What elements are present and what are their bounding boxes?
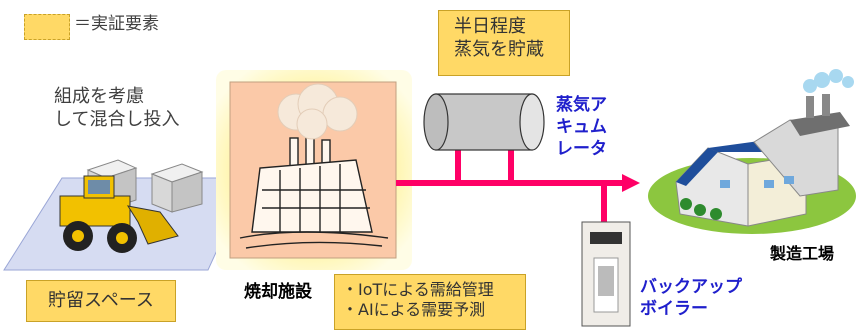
factory-icon (648, 69, 856, 234)
incinerator-plant-icon (239, 131, 389, 249)
steam-accumulator-tank (423, 93, 545, 151)
incineration-facility-label: 焼却施設 (244, 282, 312, 302)
storage-space-box (26, 280, 176, 322)
steam-storage-text: 半日程度 蒸気を貯蔵 (454, 16, 544, 60)
accumulator-label: 蒸気ア キュム レータ (556, 95, 607, 160)
compose-text: 組成を考慮 して混合し投入 (54, 86, 180, 130)
backup-boiler-label: バックアップ ボイラー (640, 277, 742, 320)
factory-label: 製造工場 (770, 244, 835, 263)
steam-pipe (396, 148, 640, 226)
control-box (334, 274, 526, 330)
legend-swatch (24, 14, 70, 40)
steam-storage-box (438, 10, 570, 76)
legend-label: ＝実証要素 (74, 14, 159, 34)
smoke-cloud (277, 83, 358, 140)
control-text: ・IoTによる需給管理 ・AIによる需要予測 (342, 280, 494, 319)
storage-space-label: 貯留スペース (48, 290, 154, 311)
waste-block-2 (150, 163, 204, 213)
backup-boiler-icon (581, 221, 631, 327)
wheel-loader-icon (59, 175, 179, 253)
